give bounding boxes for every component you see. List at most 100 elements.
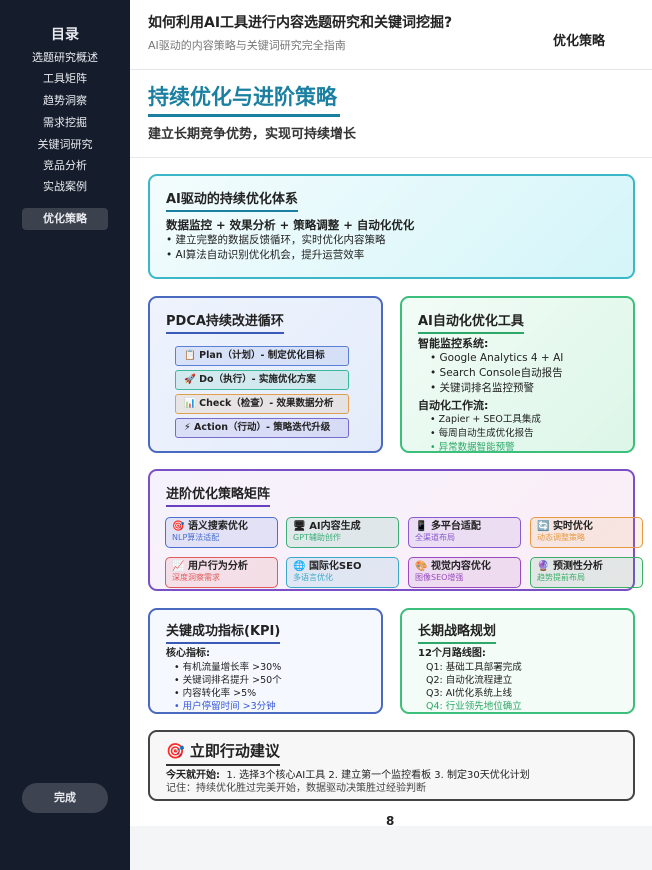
card-name: 预测性分析 (552, 561, 603, 572)
strategy-card: 📈 用户行为分析深度洞察需求 (165, 557, 278, 588)
card-sub: NLP算法适配 (172, 533, 220, 542)
card-title: 进阶优化策略矩阵 (166, 483, 271, 507)
sidebar-item[interactable]: 趋势洞察 (43, 94, 87, 107)
pdca-step: 📊 Check（检查）- 效果数据分析 (175, 394, 349, 414)
list-item: Q1: 基础工具部署完成 (426, 662, 522, 673)
card-title: AI驱动的持续优化体系 (166, 188, 298, 212)
card-name: 多平台适配 (430, 521, 481, 532)
card-icon: 📈 (172, 561, 185, 572)
sidebar-item[interactable]: 实战案例 (43, 180, 87, 193)
list-item: • 关键词排名监控预警 (430, 382, 535, 394)
strategy-card: 🔄 实时优化动态调整策略 (530, 517, 643, 548)
formula: 数据监控 + 效果分析 + 策略调整 + 自动化优化 (166, 218, 415, 232)
step-label: Plan（计划）- 制定优化目标 (199, 350, 325, 361)
list-item: • 关键词排名提升 >50个 (174, 675, 282, 686)
kpi-card: 关键成功指标(KPI) 核心指标: • 有机流量增长率 >30%• 关键词排名提… (148, 608, 383, 714)
sidebar-title: 目录 (51, 27, 79, 43)
sidebar-item[interactable]: 需求挖掘 (43, 116, 87, 129)
start-line: 今天就开始: 1. 选择3个核心AI工具 2. 建立第一个监控看板 3. 制定3… (166, 769, 617, 782)
kpi-subtitle: 核心指标: (166, 648, 210, 659)
card-icon: 🔄 (537, 521, 550, 532)
title-underline (148, 114, 340, 117)
card-title: 立即行动建议 (189, 742, 280, 760)
optimization-system-card: AI驱动的持续优化体系 数据监控 + 效果分析 + 策略调整 + 自动化优化 •… (148, 174, 635, 279)
strategy-matrix-card: 进阶优化策略矩阵 (148, 469, 635, 591)
remember-text: 记住：持续优化胜过完美开始，数据驱动决策胜过经验判断 (166, 783, 426, 794)
pdca-step: 📋 Plan（计划）- 制定优化目标 (175, 346, 349, 366)
pdca-step: 🚀 Do（执行）- 实施优化方案 (175, 370, 349, 390)
card-name: AI内容生成 (309, 521, 361, 532)
card-icon: 🌐 (293, 561, 306, 572)
monitor-title: 智能监控系统: (418, 337, 489, 350)
header: 如何利用AI工具进行内容选题研究和关键词挖掘? AI驱动的内容策略与关键词研究完… (130, 0, 652, 70)
page-title: 持续优化与进阶策略 (148, 85, 337, 109)
list-item: Q2: 自动化流程建立 (426, 675, 513, 686)
sidebar-item-active[interactable]: 优化策略 (22, 208, 108, 230)
action-card: 🎯 立即行动建议 今天就开始: 1. 选择3个核心AI工具 2. 建立第一个监控… (148, 730, 635, 801)
list-item-highlight: Q4: 行业领先地位确立 (426, 701, 522, 712)
list-item: • Google Analytics 4 + AI (430, 352, 564, 364)
step-icon: 📋 (184, 350, 196, 361)
header-section: 优化策略 (553, 34, 606, 49)
card-icon: 📱 (415, 521, 428, 532)
page-number: 8 (386, 814, 395, 828)
card-sub: 多语言优化 (293, 573, 333, 582)
card-name: 用户行为分析 (187, 561, 248, 572)
card-icon: 🎯 (172, 521, 185, 532)
list-item: • 有机流量增长率 >30% (174, 662, 282, 673)
list-item-highlight: • 异常数据智能预警 (430, 442, 515, 453)
workflow-title: 自动化工作流: (418, 399, 489, 412)
strategy-card: 🎨 视觉内容优化图像SEO增强 (408, 557, 521, 588)
sidebar: 目录 选题研究概述 工具矩阵 趋势洞察 需求挖掘 关键词研究 竞品分析 实战案例… (0, 0, 130, 870)
done-button[interactable]: 完成 (22, 783, 108, 813)
list-item: • 内容转化率 >5% (174, 688, 257, 699)
card-icon: 🔮 (537, 561, 550, 572)
start-label: 今天就开始: (166, 770, 220, 781)
automation-tools-card: AI自动化优化工具 智能监控系统: • Google Analytics 4 +… (400, 296, 635, 453)
bullet: • 建立完整的数据反馈循环，实时优化内容策略 (166, 234, 386, 246)
page-subtitle: 建立长期竞争优势，实现可持续增长 (148, 127, 357, 142)
pdca-steps: 📋 Plan（计划）- 制定优化目标 🚀 Do（执行）- 实施优化方案 📊 Chec… (166, 346, 365, 438)
roadmap-subtitle: 12个月路线图: (418, 648, 486, 659)
step-label: Check（检查）- 效果数据分析 (199, 398, 334, 409)
sidebar-item[interactable]: 工具矩阵 (43, 72, 87, 85)
card-title: PDCA持续改进循环 (166, 310, 284, 334)
card-name: 语义搜索优化 (187, 521, 248, 532)
target-icon: 🎯 (166, 742, 185, 760)
roadmap-card: 长期战略规划 12个月路线图: Q1: 基础工具部署完成 Q2: 自动化流程建立 Q… (400, 608, 635, 714)
start-text: 1. 选择3个核心AI工具 2. 建立第一个监控看板 3. 制定30天优化计划 (226, 770, 530, 781)
step-label: Do（执行）- 实施优化方案 (199, 374, 316, 385)
list-item-highlight: • 用户停留时间 >3分钟 (174, 701, 276, 712)
list-item: Q3: AI优化系统上线 (426, 688, 513, 699)
action-heading: 🎯 立即行动建议 (166, 740, 280, 766)
card-icon: 🎨 (415, 561, 428, 572)
card-name: 国际化SEO (308, 561, 362, 572)
sidebar-item[interactable]: 竞品分析 (43, 159, 87, 172)
bullet: • AI算法自动识别优化机会，提升运营效率 (166, 249, 365, 261)
card-sub: 趋势提前布局 (537, 573, 585, 582)
card-title: AI自动化优化工具 (418, 310, 524, 334)
card-sub: 深度洞察需求 (172, 573, 220, 582)
card-icon: 🖥 (293, 521, 306, 532)
divider (130, 157, 652, 158)
main-content: 如何利用AI工具进行内容选题研究和关键词挖掘? AI驱动的内容策略与关键词研究完… (130, 0, 652, 828)
card-name: 视觉内容优化 (430, 561, 491, 572)
step-icon: ⚡ (184, 422, 191, 433)
list-item: • Zapier + SEO工具集成 (430, 414, 541, 425)
card-sub: GPT辅助创作 (293, 533, 341, 542)
card-name: 实时优化 (552, 521, 593, 532)
sidebar-item[interactable]: 选题研究概述 (32, 51, 98, 64)
sidebar-item[interactable]: 关键词研究 (37, 138, 93, 151)
card-title: 长期战略规划 (418, 620, 497, 644)
step-label: Action（行动）- 策略迭代升级 (193, 422, 331, 433)
strategy-card: 📱 多平台适配全渠道布局 (408, 517, 521, 548)
step-icon: 📊 (184, 398, 196, 409)
pdca-card: PDCA持续改进循环 📋 Plan（计划）- 制定优化目标 🚀 Do（执行）- 实… (148, 296, 383, 453)
pdca-step: ⚡ Action（行动）- 策略迭代升级 (175, 418, 349, 438)
strategy-card: 🔮 预测性分析趋势提前布局 (530, 557, 643, 588)
card-sub: 动态调整策略 (537, 533, 585, 542)
list-item: • 每周自动生成优化报告 (430, 428, 534, 439)
